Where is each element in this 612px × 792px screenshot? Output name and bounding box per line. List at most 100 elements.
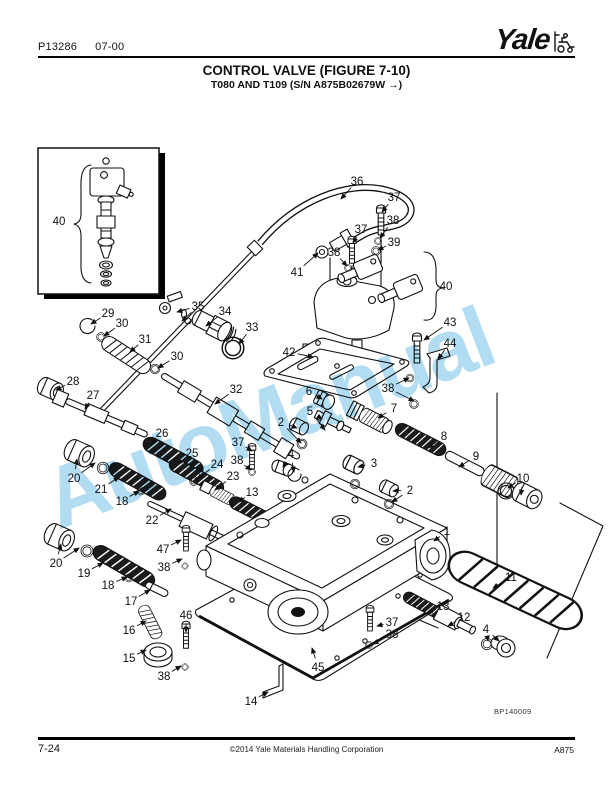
leader-line	[315, 393, 323, 400]
leader-line	[136, 649, 147, 655]
callout-2: 2	[407, 485, 413, 497]
callout-33: 33	[246, 322, 259, 334]
leader-line	[129, 344, 139, 353]
leader-line	[170, 539, 182, 546]
header-rule	[38, 56, 575, 58]
callout-37: 37	[388, 192, 401, 204]
page-subtitle: T080 AND T109 (S/N A875B02679W →)	[210, 79, 403, 91]
hose-assembly	[96, 183, 415, 416]
leader-line	[238, 333, 247, 345]
leader-line	[447, 620, 457, 627]
callout-17: 17	[125, 596, 138, 608]
callout-6: 6	[306, 386, 312, 398]
leader-line	[315, 417, 326, 431]
model-code: A875	[554, 745, 574, 755]
leader-line	[282, 460, 289, 468]
callout-7: 7	[391, 403, 397, 415]
callout-26: 26	[156, 428, 169, 440]
callout-4: 4	[288, 449, 295, 461]
callout-21: 21	[95, 484, 108, 496]
callout-38: 38	[382, 383, 395, 395]
leader-line	[340, 187, 352, 200]
leader-line	[518, 486, 525, 496]
leader-line	[427, 441, 438, 449]
callout-10: 10	[517, 473, 530, 485]
callout-38: 38	[158, 562, 171, 574]
callout-37: 37	[386, 617, 399, 629]
leader-line	[289, 423, 298, 429]
inset-box-solenoid-valve	[37, 147, 165, 299]
page-number: 7-24	[38, 743, 61, 755]
callout-20: 20	[50, 558, 63, 570]
leader-line	[357, 463, 366, 469]
callout-38: 38	[386, 629, 399, 641]
callout-45: 45	[312, 662, 325, 674]
callout-41: 41	[291, 267, 304, 279]
leader-line	[458, 460, 469, 468]
leader-line	[196, 469, 211, 480]
bracket-and-bolt	[405, 332, 451, 409]
leader-line	[391, 494, 403, 503]
leader-line	[214, 481, 227, 491]
leader-line	[395, 391, 415, 402]
callout-22: 22	[146, 515, 159, 527]
callout-38: 38	[231, 455, 244, 467]
leader-line	[57, 543, 63, 555]
callout-16: 16	[123, 625, 136, 637]
leader-line	[339, 258, 348, 267]
callout-29: 29	[102, 308, 115, 320]
leader-line	[245, 445, 253, 452]
leader-line	[108, 476, 120, 485]
leader-line	[426, 608, 435, 614]
doc-number-text: P13286	[38, 41, 78, 53]
leader-line	[159, 508, 172, 516]
callout-28: 28	[67, 376, 80, 388]
callout-35: 35	[192, 301, 205, 313]
callout-37: 37	[232, 437, 245, 449]
callout-34: 34	[219, 306, 232, 318]
callout-30: 30	[116, 318, 129, 330]
leader-line	[352, 236, 359, 244]
leader-line	[423, 326, 443, 341]
callout-23: 23	[227, 471, 240, 483]
callout-13: 13	[246, 487, 259, 499]
leader-line	[214, 393, 229, 405]
callout-2: 2	[278, 417, 284, 429]
forklift-icon	[554, 31, 575, 53]
leader-line	[91, 562, 104, 570]
leader-line	[484, 635, 490, 642]
solenoid-valves	[337, 253, 384, 284]
gasket	[263, 337, 410, 399]
callout-3: 3	[371, 458, 377, 470]
callout-30: 30	[171, 351, 184, 363]
callout-37: 37	[355, 224, 368, 236]
leader-line	[372, 637, 385, 645]
leader-line	[244, 464, 252, 471]
leader-line	[90, 317, 101, 325]
leader-line	[258, 691, 269, 698]
callout-25: 25	[186, 448, 199, 460]
callout-18: 18	[102, 580, 115, 592]
leader-line	[176, 307, 190, 314]
leader-line	[290, 462, 296, 473]
callout-47: 47	[157, 544, 170, 556]
leader-line	[316, 413, 323, 420]
leader-line	[395, 377, 410, 385]
callout-27: 27	[87, 390, 100, 402]
callout-13: 13	[437, 601, 450, 613]
callout-36: 36	[351, 176, 364, 188]
leader-line	[437, 349, 445, 360]
callout-18: 18	[116, 496, 129, 508]
leader-line	[492, 634, 500, 642]
callout-44: 44	[444, 338, 457, 350]
leader-line	[138, 589, 151, 597]
leader-line	[116, 576, 128, 582]
leader-line	[381, 203, 389, 213]
copyright-text: ©2014 Yale Materials Handling Corporatio…	[229, 745, 384, 754]
callout-1: 1	[444, 526, 450, 538]
footer-rule	[38, 737, 575, 740]
leader-line	[73, 458, 79, 470]
leader-line	[303, 252, 319, 267]
